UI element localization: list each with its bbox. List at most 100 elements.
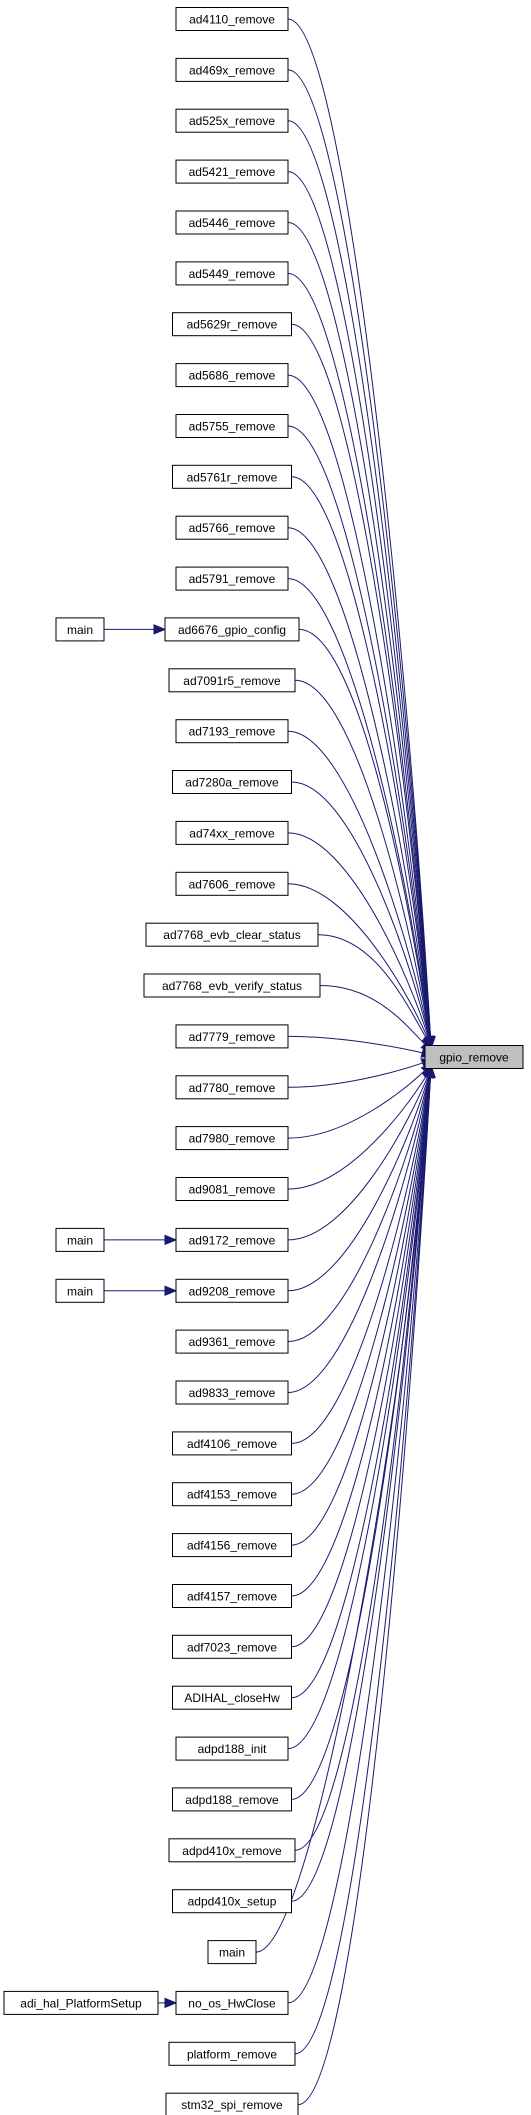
call-edge: [287, 578, 432, 1047]
node-label: adi_hal_PlatformSetup: [20, 1996, 142, 2010]
node-box: [55, 1278, 105, 1303]
caller-node[interactable]: ad7606_remove: [175, 871, 289, 896]
caller-node[interactable]: adpd410x_remove: [168, 1838, 296, 1863]
caller-node[interactable]: ad7280a_remove: [172, 770, 292, 794]
call-edge: [287, 1035, 432, 1056]
caller-node[interactable]: adf4153_remove: [172, 1482, 292, 1507]
call-edge: [291, 476, 432, 1047]
caller-node[interactable]: ad7980_remove: [175, 1126, 289, 1151]
caller-node[interactable]: ad9833_remove: [175, 1380, 289, 1405]
caller-node[interactable]: ad9361_remove: [175, 1329, 289, 1354]
node-box: [175, 719, 289, 744]
node-label: ad525x_remove: [189, 114, 275, 128]
node-label: gpio_remove: [439, 1051, 509, 1065]
caller-node[interactable]: adpd410x_setup: [172, 1889, 292, 1914]
caller-node[interactable]: ad7091r5_remove: [168, 668, 296, 693]
node-label: ad9208_remove: [189, 1284, 276, 1298]
caller-node[interactable]: ad5766_remove: [175, 515, 289, 540]
call-edge: [291, 1067, 432, 1546]
caller-node[interactable]: ad525x_remove: [175, 108, 289, 133]
caller-node[interactable]: adpd188_init: [175, 1736, 289, 1761]
node-label: adf4157_remove: [187, 1590, 277, 1604]
node-box: [175, 363, 289, 388]
node-box: [175, 261, 289, 286]
node-label: ad5766_remove: [189, 521, 276, 535]
call-edge: [287, 1059, 432, 1088]
caller-node[interactable]: ad5449_remove: [175, 261, 289, 286]
call-edge: [287, 171, 432, 1047]
caller-node[interactable]: ad4110_remove: [175, 7, 289, 31]
node-label: ad7768_evb_verify_status: [162, 979, 302, 993]
caller-node[interactable]: ad6676_gpio_config: [164, 617, 300, 642]
node-box: [175, 871, 289, 896]
call-edge: [287, 120, 432, 1047]
node-box: [175, 1075, 289, 1100]
call-edge: [287, 1067, 432, 1190]
node-label: ad469x_remove: [189, 63, 275, 77]
caller-node[interactable]: adf4106_remove: [172, 1431, 292, 1456]
caller-node[interactable]: adpd188_remove: [172, 1787, 292, 1812]
call-edge: [291, 1067, 432, 1495]
caller-node[interactable]: ad5755_remove: [175, 414, 289, 438]
caller-node[interactable]: ad74xx_remove: [175, 820, 289, 845]
caller-node[interactable]: stm32_spi_remove: [165, 2092, 299, 2115]
call-edge: [291, 1067, 432, 1648]
secondary-caller-node[interactable]: main: [55, 1278, 105, 1303]
secondary-caller-node[interactable]: main: [55, 617, 105, 642]
caller-node[interactable]: ad5686_remove: [175, 363, 289, 388]
caller-node[interactable]: ad7768_evb_clear_status: [145, 922, 319, 947]
node-label: main: [67, 623, 93, 637]
call-edge: [287, 1067, 432, 1292]
call-edge: [287, 1067, 432, 1393]
node-box: [175, 108, 289, 133]
call-edge: [291, 1067, 432, 1444]
node-box: [168, 668, 296, 693]
caller-node[interactable]: ad5761r_remove: [172, 464, 292, 489]
caller-node[interactable]: ad5446_remove: [175, 210, 289, 235]
call-edge: [255, 1067, 432, 1953]
caller-node[interactable]: adf4157_remove: [172, 1584, 292, 1608]
node-box: [145, 922, 319, 947]
node-label: ad6676_gpio_config: [178, 623, 286, 637]
call-edge: [287, 1067, 432, 1241]
caller-node[interactable]: ad5629r_remove: [172, 312, 292, 337]
caller-node[interactable]: adf7023_remove: [172, 1634, 292, 1659]
call-edge: [297, 1067, 432, 2106]
secondary-caller-node[interactable]: adi_hal_PlatformSetup: [3, 1990, 159, 2015]
call-edge: [287, 425, 432, 1047]
node-label: ad5629r_remove: [187, 318, 278, 332]
node-box: [175, 566, 289, 591]
caller-node[interactable]: adf4156_remove: [172, 1533, 292, 1558]
caller-node[interactable]: ad7193_remove: [175, 719, 289, 744]
node-box: [172, 464, 292, 489]
call-edges: [104, 18, 436, 2106]
caller-node[interactable]: ad5421_remove: [175, 159, 289, 184]
target-node[interactable]: gpio_remove: [424, 1045, 524, 1069]
caller-node[interactable]: ADIHAL_closeHw: [172, 1685, 292, 1710]
caller-node[interactable]: platform_remove: [168, 2041, 296, 2066]
caller-node[interactable]: ad9208_remove: [175, 1278, 289, 1303]
node-box: [55, 1227, 105, 1252]
caller-node[interactable]: ad7779_remove: [175, 1024, 289, 1049]
caller-node[interactable]: ad5791_remove: [175, 566, 289, 591]
node-label: ad5755_remove: [189, 420, 276, 434]
node-label: main: [219, 1946, 245, 1960]
caller-node[interactable]: ad7780_remove: [175, 1075, 289, 1100]
node-box: [175, 1329, 289, 1354]
caller-node[interactable]: no_os_HwClose: [175, 1990, 289, 2015]
caller-node[interactable]: ad7768_evb_verify_status: [143, 973, 321, 998]
node-label: adf4153_remove: [187, 1488, 277, 1502]
node-label: ad7780_remove: [189, 1081, 276, 1095]
caller-node[interactable]: ad9172_remove: [175, 1227, 289, 1252]
call-edge: [298, 628, 432, 1047]
node-box: [168, 2041, 296, 2066]
node-label: platform_remove: [187, 2047, 277, 2061]
node-label: ad4110_remove: [189, 13, 275, 27]
caller-node[interactable]: main: [207, 1940, 257, 1965]
caller-node[interactable]: ad9081_remove: [175, 1177, 289, 1201]
node-box: [175, 1024, 289, 1049]
node-label: stm32_spi_remove: [181, 2098, 283, 2112]
caller-node[interactable]: ad469x_remove: [175, 57, 289, 82]
secondary-caller-node[interactable]: main: [55, 1227, 105, 1252]
node-box: [175, 515, 289, 540]
